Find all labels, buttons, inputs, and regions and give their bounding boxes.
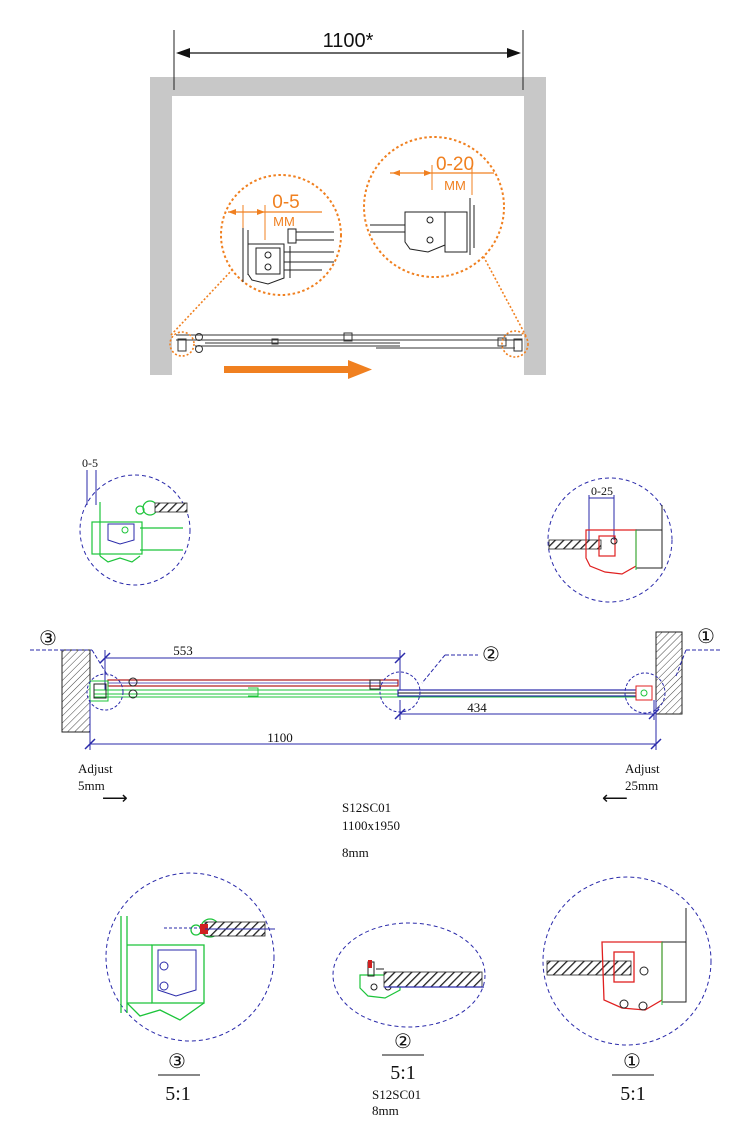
middle-right-detail-dim: 0-25 bbox=[591, 484, 613, 498]
top-door-rail bbox=[176, 332, 523, 353]
middle-left-detail: 0-5 bbox=[79, 456, 191, 586]
top-wall-left bbox=[150, 77, 172, 375]
adjust-right-line2: 25mm bbox=[625, 778, 658, 793]
model-code: S12SC01 bbox=[342, 800, 391, 815]
bottom-details: ③ 5:1 ② 5:1 S12SC01 8mm bbox=[105, 872, 712, 1118]
middle-left-detail-dim: 0-5 bbox=[82, 456, 98, 470]
detail-two-marker: ② bbox=[394, 1031, 412, 1053]
detail-two-model: S12SC01 bbox=[372, 1087, 421, 1102]
top-wall-header bbox=[150, 77, 546, 96]
detail-three-scale: 5:1 bbox=[165, 1083, 191, 1105]
adjust-right-arrow: ⟵ bbox=[602, 788, 628, 808]
adjust-left-arrow: ⟶ bbox=[102, 788, 128, 808]
detail-one: ① 5:1 bbox=[542, 876, 712, 1105]
model-size: 1100x1950 bbox=[342, 818, 400, 833]
top-width-dimension: 1100* bbox=[323, 30, 374, 52]
marker-three: ③ bbox=[39, 628, 57, 650]
adjust-left-line1: Adjust bbox=[78, 761, 113, 776]
dimension-door-width: 553 bbox=[173, 643, 193, 658]
detail-three-marker: ③ bbox=[168, 1051, 186, 1073]
top-right-callout: 0-20 MM bbox=[363, 136, 527, 337]
adjust-left-line2: 5mm bbox=[78, 778, 105, 793]
top-plan-view: 1100* 0-5 MM bbox=[150, 30, 546, 379]
top-right-callout-unit: MM bbox=[444, 178, 466, 193]
marker-two: ② bbox=[482, 644, 500, 666]
middle-wall-left bbox=[61, 649, 91, 733]
dimension-fixed-width: 434 bbox=[467, 700, 487, 715]
top-right-callout-value: 0-20 bbox=[436, 154, 474, 175]
detail-two-thickness: 8mm bbox=[372, 1103, 399, 1118]
middle-profile-assembly bbox=[86, 671, 666, 714]
top-slide-direction-arrow bbox=[224, 360, 372, 379]
detail-three: ③ 5:1 bbox=[105, 872, 275, 1105]
detail-two-scale: 5:1 bbox=[390, 1062, 416, 1084]
marker-one: ① bbox=[697, 626, 715, 648]
top-wall-right bbox=[524, 77, 546, 375]
top-left-callout-unit: MM bbox=[273, 214, 295, 229]
detail-two: ② 5:1 S12SC01 8mm bbox=[332, 922, 486, 1118]
detail-one-marker: ① bbox=[623, 1051, 641, 1073]
glass-thickness: 8mm bbox=[342, 845, 369, 860]
middle-right-detail: 0-25 bbox=[547, 477, 673, 603]
middle-section-drawing: 0-5 0-25 bbox=[30, 456, 720, 860]
top-left-callout-value: 0-5 bbox=[272, 192, 299, 213]
detail-one-scale: 5:1 bbox=[620, 1083, 646, 1105]
dimension-total: 1100 bbox=[267, 730, 293, 745]
adjust-right-line1: Adjust bbox=[625, 761, 660, 776]
middle-wall-right bbox=[655, 631, 683, 715]
top-left-callout: 0-5 MM bbox=[170, 174, 342, 336]
